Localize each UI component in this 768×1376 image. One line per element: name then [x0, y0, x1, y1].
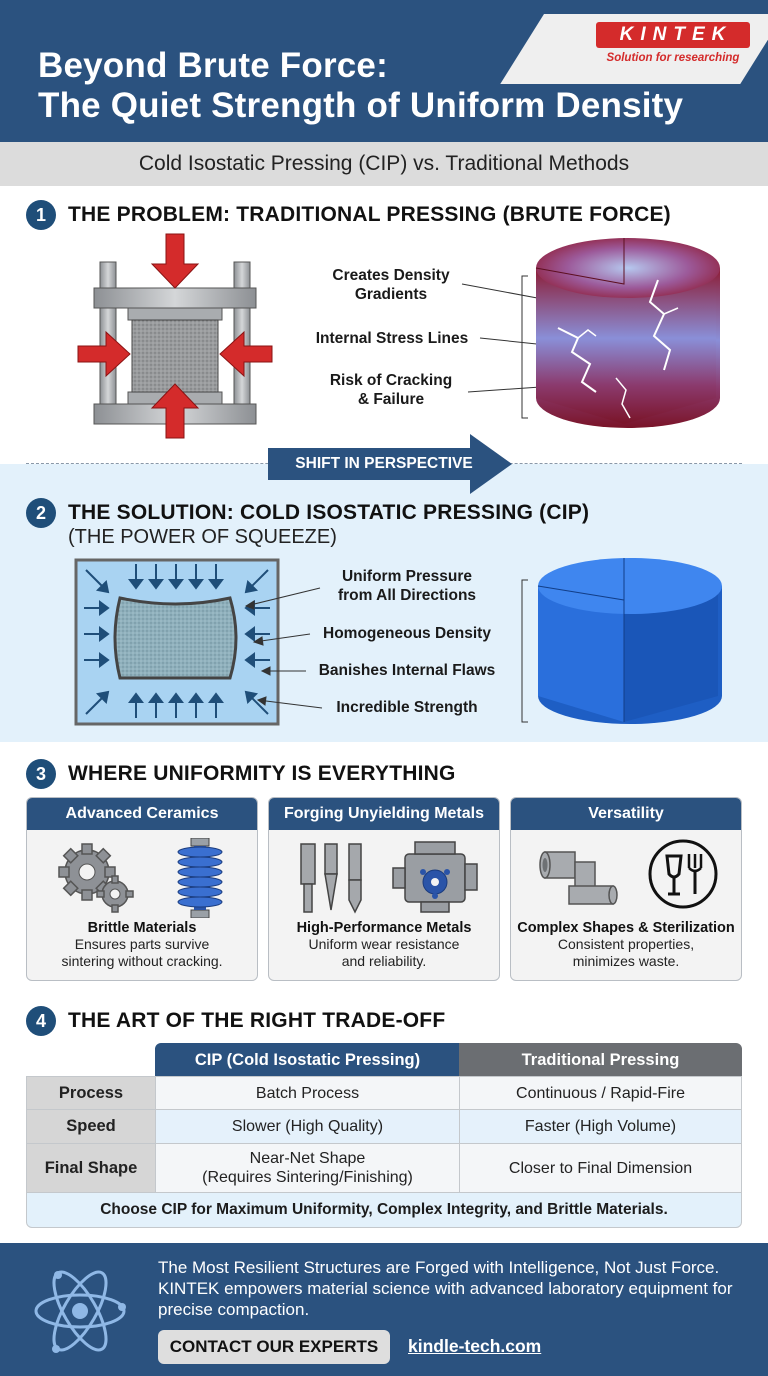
- card-description: Uniform wear resistance and reliability.: [308, 936, 460, 969]
- table-cell: Batch Process: [155, 1076, 460, 1110]
- card-heading: Advanced Ceramics: [27, 798, 257, 830]
- card-label: High-Performance Metals: [296, 920, 472, 936]
- table-row: Process Batch Process Continuous / Rapid…: [26, 1076, 742, 1110]
- section-2-subtitle: (THE POWER OF SQUEEZE): [68, 526, 337, 548]
- column-header-cip: CIP (Cold Isostatic Pressing): [155, 1043, 460, 1077]
- brand-logo[interactable]: KINTEK Solution for researching: [596, 22, 750, 64]
- engine-icon: [392, 841, 478, 913]
- section-2-leader-lines: [244, 579, 528, 723]
- shift-arrow: [268, 434, 512, 494]
- callout-density-gradients: Creates Density Gradients: [332, 267, 450, 303]
- card-versatility: Versatility Complex Shapes & Sterilizati…: [510, 797, 742, 981]
- pipe-fitting-icon: [539, 851, 618, 905]
- callout-banishes-flaws: Banishes Internal Flaws: [318, 662, 496, 679]
- callout-incredible-strength: Incredible Strength: [336, 699, 478, 716]
- callout-stress-lines: Internal Stress Lines: [315, 330, 469, 347]
- table-corner: [26, 1043, 156, 1077]
- shift-perspective-label: SHIFT IN PERSPECTIVE: [295, 455, 473, 472]
- card-label: Complex Shapes & Sterilization: [517, 920, 735, 936]
- card-label: Brittle Materials: [87, 920, 197, 936]
- callout-homogeneous-density: Homogeneous Density: [323, 625, 491, 642]
- tool-bits-icon: [300, 843, 362, 914]
- gears-icon: [58, 843, 134, 913]
- row-header: Final Shape: [26, 1143, 156, 1193]
- card-heading: Versatility: [511, 798, 741, 830]
- page-title: Beyond Brute Force: The Quiet Strength o…: [38, 46, 684, 125]
- callout-cracking-risk: Risk of Cracking & Failure: [329, 372, 453, 408]
- cip-vessel-diagram: [74, 558, 280, 726]
- table-row: Final Shape Near-Net Shape (Requires Sin…: [26, 1143, 742, 1193]
- section-4-title: THE ART OF THE RIGHT TRADE-OFF: [68, 1009, 446, 1032]
- section-2-number: 2: [26, 498, 56, 528]
- table-cell: Continuous / Rapid-Fire: [459, 1076, 742, 1110]
- website-link[interactable]: kindle-tech.com: [408, 1336, 542, 1356]
- callout-uniform-pressure: Uniform Pressure from All Directions: [337, 568, 477, 604]
- section-1-title: THE PROBLEM: TRADITIONAL PRESSING (BRUTE…: [68, 203, 671, 226]
- table-row: Speed Slower (High Quality) Faster (High…: [26, 1109, 742, 1144]
- section-1-number: 1: [26, 200, 56, 230]
- logo-wordmark: KINTEK: [596, 22, 750, 48]
- card-description: Ensures parts survive sintering without …: [61, 936, 223, 969]
- section-3-number: 3: [26, 759, 56, 789]
- page-subtitle: Cold Isostatic Pressing (CIP) vs. Tradit…: [0, 142, 768, 186]
- table-cell: Closer to Final Dimension: [459, 1143, 742, 1193]
- traditional-press-diagram: [77, 233, 273, 439]
- table-summary: Choose CIP for Maximum Uniformity, Compl…: [26, 1192, 742, 1228]
- section-3-title: WHERE UNIFORMITY IS EVERYTHING: [68, 762, 456, 785]
- cracked-cylinder-illustration: [535, 238, 720, 428]
- section-4-number: 4: [26, 1006, 56, 1036]
- atom-icon: [34, 1270, 126, 1353]
- header-banner: Beyond Brute Force: The Quiet Strength o…: [0, 0, 768, 142]
- logo-tagline: Solution for researching: [606, 52, 740, 64]
- table-cell: Near-Net Shape (Requires Sintering/Finis…: [155, 1143, 460, 1193]
- card-heading: Forging Unyielding Metals: [269, 798, 499, 830]
- comparison-table: CIP (Cold Isostatic Pressing) Traditiona…: [26, 1043, 742, 1228]
- row-header: Speed: [26, 1109, 156, 1144]
- row-header: Process: [26, 1076, 156, 1110]
- card-advanced-ceramics: Advanced Ceramics: [26, 797, 258, 981]
- section-2-title: THE SOLUTION: COLD ISOSTATIC PRESSING (C…: [68, 501, 590, 524]
- column-header-traditional: Traditional Pressing: [459, 1043, 742, 1077]
- insulator-icon: [177, 838, 223, 918]
- uniform-cylinder-illustration: [537, 558, 722, 724]
- table-header-row: CIP (Cold Isostatic Pressing) Traditiona…: [26, 1043, 742, 1077]
- food-safe-icon: [648, 839, 718, 909]
- footer-banner: The Most Resilient Structures are Forged…: [0, 1243, 768, 1376]
- contact-experts-button[interactable]: CONTACT OUR EXPERTS: [158, 1330, 390, 1364]
- table-cell: Slower (High Quality): [155, 1109, 460, 1144]
- card-description: Consistent properties, minimizes waste.: [557, 936, 695, 969]
- table-cell: Faster (High Volume): [459, 1109, 742, 1144]
- card-forging-metals: Forging Unyielding Metals High-Performan…: [268, 797, 500, 981]
- footer-message: The Most Resilient Structures are Forged…: [158, 1258, 733, 1319]
